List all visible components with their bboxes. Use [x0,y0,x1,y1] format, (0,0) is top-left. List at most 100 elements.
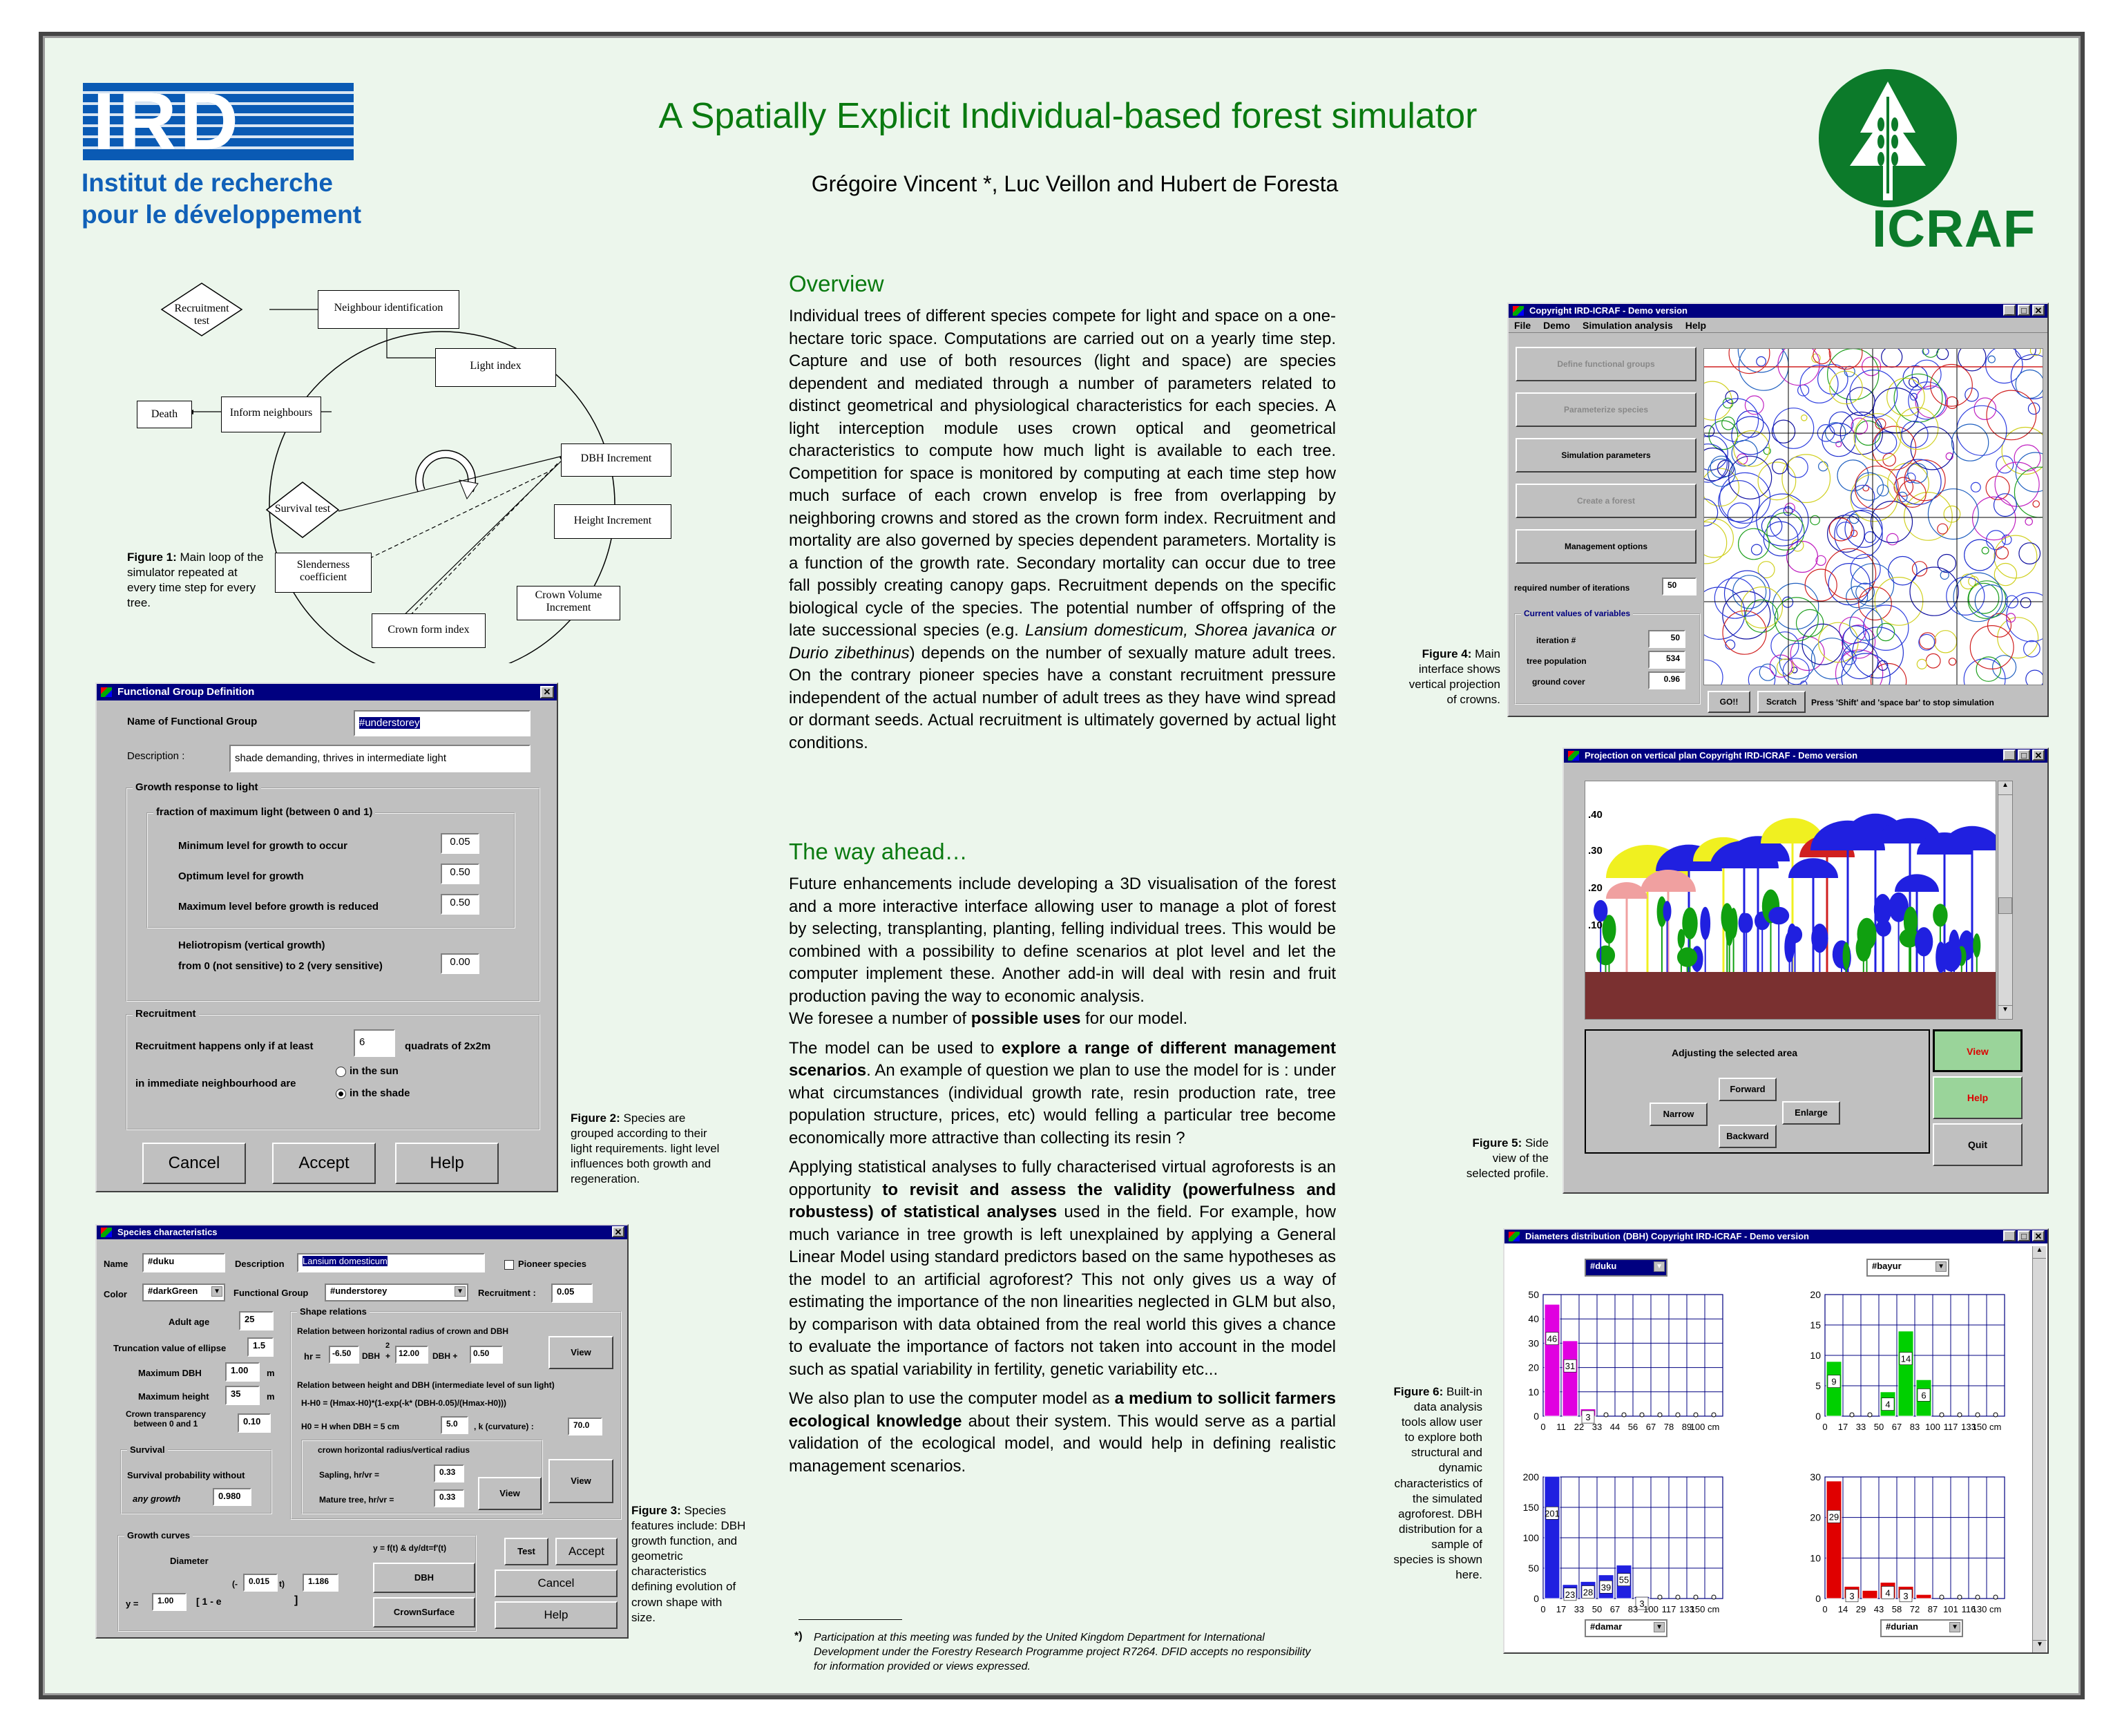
view-ratio-button[interactable]: View [478,1477,542,1510]
accept-button[interactable]: Accept [272,1143,376,1184]
backward-button[interactable]: Backward [1719,1125,1777,1148]
close-icon[interactable]: ✕ [2032,750,2045,761]
name-input[interactable]: #duku [142,1253,225,1272]
sun-radio[interactable]: in the sun [336,1065,399,1077]
crown-circle [1811,353,1821,363]
transparency-input[interactable]: 0.10 [238,1413,271,1433]
transparency-label: Crown transparency between 0 and 1 [125,1409,207,1429]
view-button[interactable]: View [1933,1029,2023,1072]
species-select-bayur[interactable]: #bayur [1866,1259,1949,1277]
name-input[interactable]: #understorey [354,710,530,736]
forward-button[interactable]: Forward [1719,1078,1777,1101]
management-options-button[interactable]: Management options [1516,529,1696,564]
shade-radio[interactable]: in the shade [336,1087,410,1099]
menu-help[interactable]: Help [1685,320,1707,331]
description-input[interactable]: Lansium domesticum [297,1253,485,1272]
crown-circle [1817,363,1848,395]
go-button[interactable]: GO!! [1708,691,1750,713]
histogram-scrollbar[interactable]: ▲ ▼ [2032,1246,2047,1652]
crown-circle [1827,348,1880,401]
iterations-input[interactable]: 50 [1662,578,1696,595]
view-crown-button[interactable]: View [548,1336,613,1369]
dbh-curve-button[interactable]: DBH [373,1563,475,1593]
truncation-input[interactable]: 1.5 [247,1337,274,1357]
max-height-input[interactable]: 35 [225,1386,260,1405]
species-select-duku[interactable]: #duku [1585,1259,1667,1277]
recruitment-quadrats-input[interactable]: 6 [354,1029,395,1057]
view-height-button[interactable]: View [548,1459,613,1503]
pioneer-checkbox[interactable]: Pioneer species [504,1259,586,1270]
minimize-icon[interactable]: _ [2003,1230,2016,1241]
help-button[interactable]: Help [495,1601,618,1629]
maximize-icon[interactable]: □ [2018,1230,2030,1241]
recruitment-input[interactable]: 0.05 [551,1284,593,1303]
x-tick-label: 33 [1856,1422,1866,1432]
close-icon[interactable]: ✕ [2032,1230,2045,1241]
define-functional-groups-button[interactable]: Define functional groups [1516,347,1696,381]
minimize-icon[interactable]: _ [2003,750,2016,761]
cancel-button[interactable]: Cancel [142,1143,246,1184]
cancel-button[interactable]: Cancel [495,1570,618,1597]
h0-label: H0 = H when DBH = 5 cm [301,1422,400,1431]
species-select-damar[interactable]: #damar [1585,1619,1667,1637]
functional-group-label: Functional Group [233,1288,309,1298]
accept-button[interactable]: Accept [555,1538,618,1565]
menu-file[interactable]: File [1514,320,1531,331]
rate-input[interactable]: 0.015 [243,1574,278,1592]
create-forest-button[interactable]: Create a forest [1516,484,1696,518]
exponent-input[interactable]: 1.186 [303,1574,338,1592]
enlarge-button[interactable]: Enlarge [1782,1101,1840,1125]
close-icon[interactable]: ✕ [540,686,554,698]
zero-marker [1939,1412,1944,1418]
crown-surface-button[interactable]: CrownSurface [373,1597,475,1628]
minimize-icon[interactable]: _ [2003,305,2016,316]
k-input[interactable]: 70.0 [568,1418,602,1435]
histogram-bar [1544,1476,1560,1599]
maximize-icon[interactable]: □ [2018,305,2030,316]
max-level-input[interactable]: 0.50 [441,894,479,915]
species-select-durian[interactable]: #durian [1880,1619,1963,1637]
crown-circle [1909,566,1959,616]
heliotropism-input[interactable]: 0.00 [441,953,479,974]
close-icon[interactable]: ✕ [2032,305,2045,316]
survival-input[interactable]: 0.980 [213,1488,251,1506]
flow-slenderness-coefficient: Slenderness coefficient [275,553,372,593]
h0-input[interactable]: 5.0 [441,1416,468,1434]
coef-b-input[interactable]: 12.00 [395,1346,428,1364]
functional-group-select[interactable]: #understorey [325,1284,468,1301]
coef-a-input[interactable]: -6.50 [329,1346,359,1364]
zero-marker [1849,1412,1855,1418]
scratch-button[interactable]: Scratch [1757,691,1806,713]
sapling-input[interactable]: 0.33 [434,1465,464,1482]
narrow-button[interactable]: Narrow [1650,1103,1708,1126]
test-button[interactable]: Test [504,1538,548,1565]
help-button[interactable]: Help [1933,1076,2023,1119]
description-input[interactable]: shade demanding, thrives in intermediate… [229,745,530,772]
coef-c-input[interactable]: 0.50 [470,1346,503,1364]
quit-button[interactable]: Quit [1933,1123,2023,1166]
maximize-icon[interactable]: □ [2018,750,2030,761]
species-window: Species characteristics✕ Name #duku Desc… [95,1224,629,1639]
parameterize-species-button[interactable]: Parameterize species [1516,392,1696,427]
close-icon[interactable]: ✕ [612,1226,624,1237]
zero-marker [1939,1594,1944,1600]
color-select[interactable]: #darkGreen [142,1284,225,1301]
y-tick-label: 30 [1810,1471,1821,1482]
crown-circle [1779,642,1816,680]
help-button[interactable]: Help [395,1143,499,1184]
survival-growth-label: any growth [133,1494,181,1504]
min-level-input[interactable]: 0.05 [441,833,479,854]
mature-label: Mature tree, hr/vr = [319,1495,394,1505]
asymptote-input[interactable]: 1.00 [152,1593,187,1611]
bar-value-label: 31 [1565,1361,1575,1371]
vertical-scrollbar[interactable]: ▲ ▼ [1998,781,2013,1020]
survival-label: Survival probability without [127,1470,245,1480]
simulation-parameters-button[interactable]: Simulation parameters [1516,438,1696,473]
max-dbh-input[interactable]: 1.00 [225,1362,260,1382]
crown-circle [1946,576,1985,616]
optimum-level-input[interactable]: 0.50 [441,864,479,884]
mature-input[interactable]: 0.33 [434,1489,464,1507]
menu-demo[interactable]: Demo [1543,320,1571,331]
menu-simulation-analysis[interactable]: Simulation analysis [1583,320,1673,331]
adult-age-input[interactable]: 25 [239,1311,274,1330]
